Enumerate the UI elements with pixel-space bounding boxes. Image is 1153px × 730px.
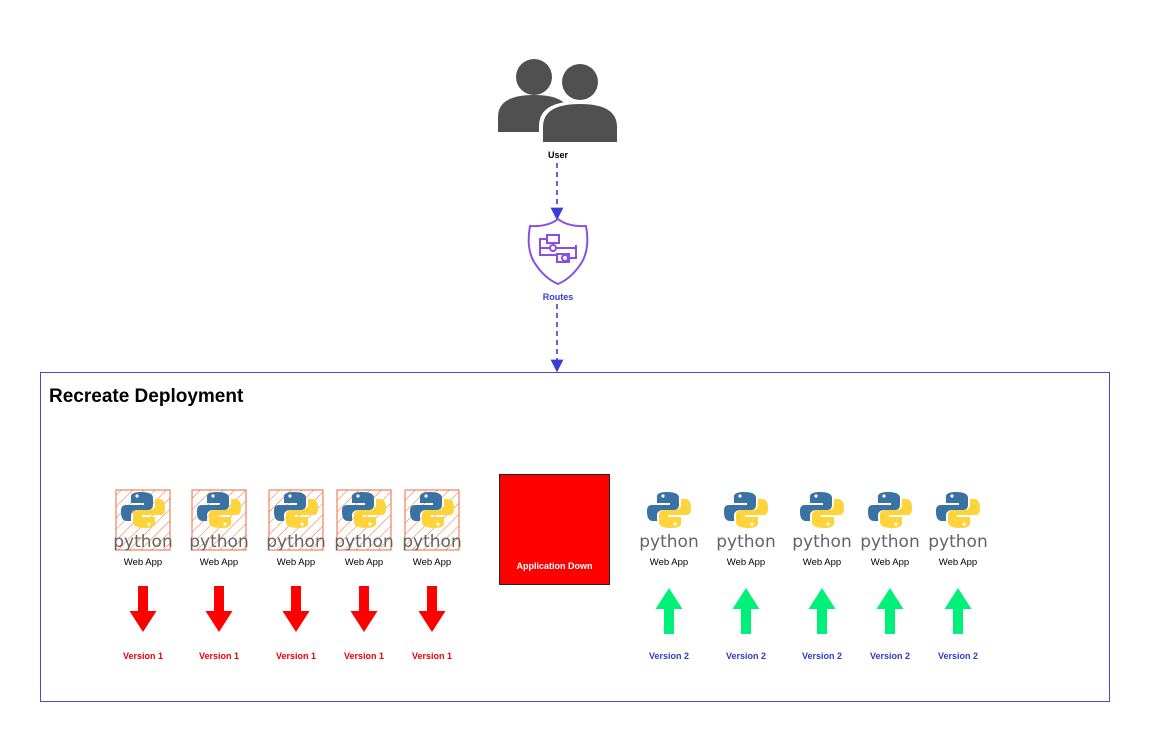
users-icon bbox=[498, 59, 621, 143]
version-label: Version 1 bbox=[275, 651, 317, 661]
arrow-up-icon bbox=[808, 588, 836, 634]
arrow-up-icon bbox=[732, 588, 760, 634]
python-wordmark: python bbox=[928, 532, 987, 552]
arrow-down-icon bbox=[129, 586, 157, 632]
webapp-v2-python-icon: python bbox=[928, 492, 988, 552]
version-label: Version 2 bbox=[869, 651, 911, 661]
python-wordmark: python bbox=[639, 532, 698, 552]
python-wordmark: python bbox=[716, 532, 775, 552]
application-down-box: Application Down bbox=[499, 474, 610, 585]
webapp-v1-python-icon: python bbox=[113, 489, 173, 552]
deployment-container bbox=[40, 372, 1110, 702]
user-label: User bbox=[547, 150, 568, 160]
webapp-label: Web App bbox=[870, 557, 910, 568]
webapp-label: Web App bbox=[199, 557, 239, 568]
webapp-label: Web App bbox=[123, 557, 163, 568]
deployment-title: Recreate Deployment bbox=[49, 386, 244, 407]
version-label: Version 2 bbox=[937, 651, 979, 661]
webapp-label: Web App bbox=[726, 557, 766, 568]
webapp-v2-python-icon: python bbox=[860, 492, 920, 552]
version-label: Version 1 bbox=[198, 651, 240, 661]
python-wordmark: python bbox=[402, 532, 461, 552]
application-down-label: Application Down bbox=[516, 561, 593, 571]
arrow-up-icon bbox=[944, 588, 972, 634]
webapp-v2-python-icon: python bbox=[639, 492, 699, 552]
python-wordmark: python bbox=[266, 532, 325, 552]
webapp-v2-python-icon: python bbox=[716, 492, 776, 552]
python-wordmark: python bbox=[792, 532, 851, 552]
webapp-label: Web App bbox=[412, 557, 452, 568]
webapp-v1-python-icon: python bbox=[334, 489, 394, 552]
webapp-label: Web App bbox=[802, 557, 842, 568]
webapp-label: Web App bbox=[938, 557, 978, 568]
version-label: Version 1 bbox=[411, 651, 453, 661]
arrow-down-icon bbox=[282, 586, 310, 632]
webapp-label: Web App bbox=[276, 557, 316, 568]
routes-label: Routes bbox=[542, 292, 574, 302]
version-label: Version 2 bbox=[801, 651, 843, 661]
version-label: Version 1 bbox=[343, 651, 385, 661]
webapp-v2-python-icon: python bbox=[792, 492, 852, 552]
arrow-down-icon bbox=[350, 586, 378, 632]
routes-shield-icon bbox=[527, 217, 589, 286]
webapp-label: Web App bbox=[344, 557, 384, 568]
version-label: Version 2 bbox=[725, 651, 767, 661]
python-wordmark: python bbox=[189, 532, 248, 552]
webapp-v1-python-icon: python bbox=[266, 489, 326, 552]
webapp-v1-python-icon: python bbox=[402, 489, 462, 552]
arrow-down-icon bbox=[205, 586, 233, 632]
arrow-down-icon bbox=[418, 586, 446, 632]
arrow-up-icon bbox=[655, 588, 683, 634]
python-wordmark: python bbox=[113, 532, 172, 552]
webapp-v1-python-icon: python bbox=[189, 489, 249, 552]
python-wordmark: python bbox=[334, 532, 393, 552]
version-label: Version 2 bbox=[648, 651, 690, 661]
arrow-up-icon bbox=[876, 588, 904, 634]
python-wordmark: python bbox=[860, 532, 919, 552]
version-label: Version 1 bbox=[122, 651, 164, 661]
webapp-label: Web App bbox=[649, 557, 689, 568]
